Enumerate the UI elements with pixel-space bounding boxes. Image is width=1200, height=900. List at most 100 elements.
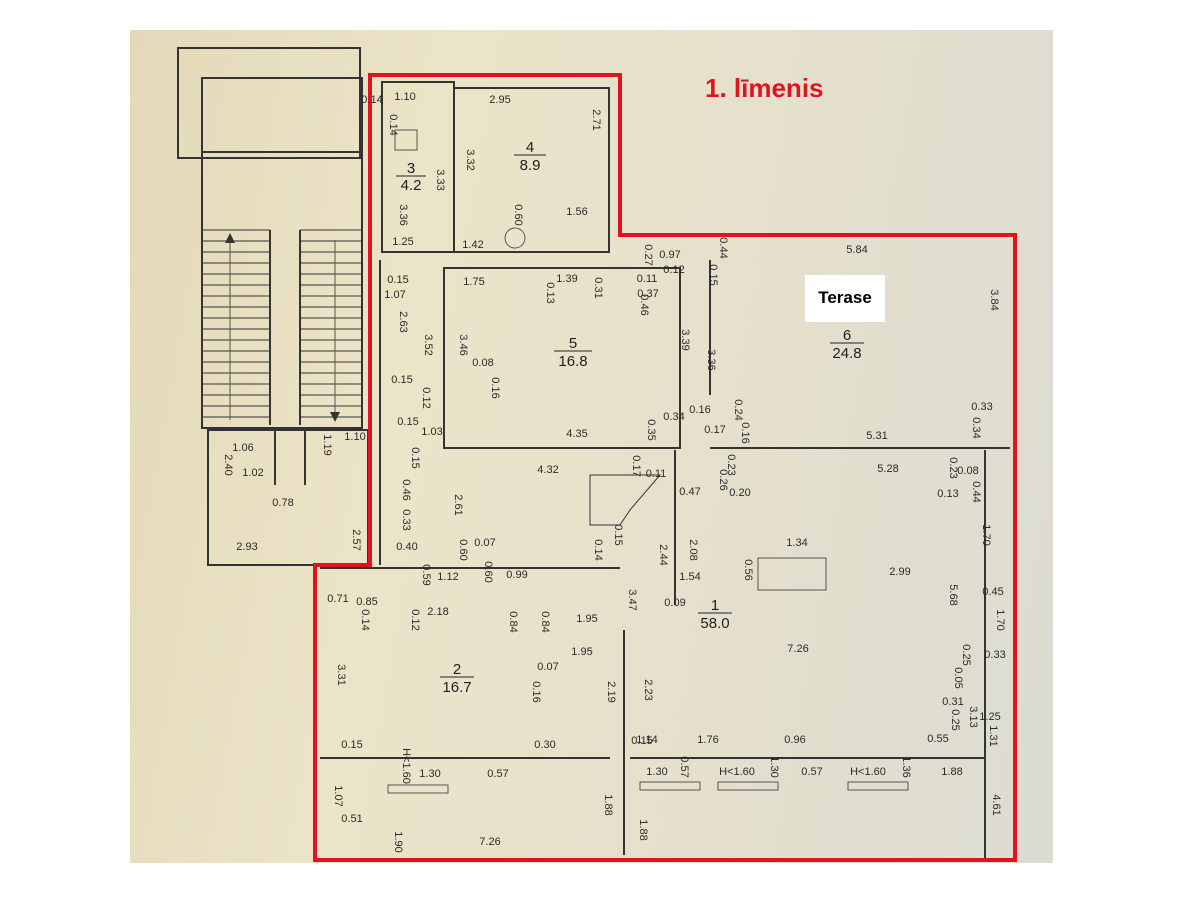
dimension-label: 1.07 (384, 289, 405, 301)
room-4-area: 8.9 (520, 157, 541, 174)
dimension-label: 1.90 (392, 831, 404, 852)
dimension-label: 1.19 (321, 434, 333, 455)
dimension-label: 0.60 (482, 561, 494, 582)
dimension-label: 0.08 (472, 357, 493, 369)
room-4: 4 8.9 (514, 139, 546, 174)
dimension-label: 1.03 (421, 426, 442, 438)
room-5-number: 5 (569, 335, 577, 352)
dimension-label: 4.32 (537, 464, 558, 476)
dimension-label: 1.25 (392, 236, 413, 248)
staircase (177, 47, 363, 429)
dimension-label: 0.14 (387, 114, 399, 135)
dimension-label: 3.36 (705, 349, 717, 370)
dimension-label: 0.56 (742, 559, 754, 580)
dimension-label: 0.11 (637, 273, 658, 285)
dimension-label: 0.33 (984, 649, 1005, 661)
dimension-label: 1.31 (987, 725, 999, 746)
dimension-label: 0.15 (391, 374, 412, 386)
dimension-label: 0.15 (409, 447, 421, 468)
room-5: 5 16.8 (554, 335, 592, 370)
room-2-number: 2 (453, 661, 461, 678)
room-2: 2 16.7 (440, 661, 474, 696)
dimension-label: 0.57 (487, 768, 508, 780)
dimension-label: 0.13 (544, 282, 556, 303)
terase-label-box (805, 275, 885, 322)
dimension-label: 1.06 (232, 442, 253, 454)
dimension-label: 4.61 (990, 794, 1002, 815)
building-walls (320, 81, 1010, 860)
dimension-label: 2.44 (657, 544, 669, 565)
dimension-label: 1.10 (344, 431, 365, 443)
dimension-label: 0.15 (397, 416, 418, 428)
dimension-label: 0.17 (704, 424, 725, 436)
dimension-label: 0.25 (949, 709, 961, 730)
dimension-label: H<1.60 (850, 766, 886, 778)
room-1-number: 1 (711, 597, 719, 614)
dimension-label: 0.17 (630, 455, 642, 476)
dimension-label: 1.30 (646, 766, 667, 778)
dimension-label: 0.12 (663, 264, 684, 276)
dimension-label: 3.31 (335, 664, 347, 685)
dimension-label: 3.32 (464, 149, 476, 170)
dimension-label: 1.75 (463, 276, 484, 288)
dimension-label: 1.70 (994, 609, 1006, 630)
dimension-label: 1.14 (636, 734, 657, 746)
dimension-label: 0.55 (927, 733, 948, 745)
dimension-label: 0.97 (659, 249, 680, 261)
dimension-label: 0.15 (612, 524, 624, 545)
room-6: 6 24.8 (830, 327, 864, 362)
floor-plan-drawing: 1. līmenis Terase 1 58.0 2 16.7 3 4.2 4 … (177, 47, 1017, 862)
dimension-label: 0.57 (678, 756, 690, 777)
dimension-label: 1.12 (437, 571, 458, 583)
dimension-label: 0.31 (592, 277, 604, 298)
dimension-label: 5.28 (877, 463, 898, 475)
dimension-label: 1.95 (571, 646, 592, 658)
dimension-label: 0.47 (679, 486, 700, 498)
dimension-label: 1.42 (462, 239, 483, 251)
dimension-label: 0.40 (396, 541, 417, 553)
dimension-label: 0.15 (341, 739, 362, 751)
room-2-area: 16.7 (442, 679, 471, 696)
dimension-label: 1.54 (679, 571, 700, 583)
room-6-number: 6 (843, 327, 851, 344)
dimension-label: 3.36 (397, 204, 409, 225)
dimension-label: 0.57 (801, 766, 822, 778)
dimension-label: 1.56 (566, 206, 587, 218)
dimension-label: 0.24 (732, 399, 744, 420)
dimension-label: 2.61 (452, 494, 464, 515)
dimension-label: 0.12 (420, 387, 432, 408)
dimension-label: 0.30 (534, 739, 555, 751)
dimension-label: 0.46 (638, 294, 650, 315)
dimension-label: 0.99 (506, 569, 527, 581)
dimension-label: 2.23 (642, 679, 654, 700)
dimension-label: 0.78 (272, 497, 293, 509)
dimension-label: 0.60 (512, 204, 524, 225)
dimension-label: 0.85 (356, 596, 377, 608)
dimension-label: 2.93 (236, 541, 257, 553)
dimension-label: 0.20 (729, 487, 750, 499)
room-3-number: 3 (407, 160, 415, 177)
dimension-label: 0.11 (646, 468, 667, 480)
dimension-label: 3.33 (434, 169, 446, 190)
dimension-label: 0.27 (642, 244, 654, 265)
dimension-label: 2.19 (605, 681, 617, 702)
dimension-label: 0.45 (982, 586, 1003, 598)
dimension-label: 2.08 (687, 539, 699, 560)
dimension-label: 4.35 (566, 428, 587, 440)
level-title: 1. līmenis (705, 73, 824, 103)
dimension-label: 1.07 (332, 785, 344, 806)
dimension-label: 0.15 (707, 264, 719, 285)
dimension-label: 0.31 (942, 696, 963, 708)
dimension-label: H<1.60 (719, 766, 755, 778)
dimension-label: 0.16 (530, 681, 542, 702)
dimension-label: 0.12 (409, 609, 421, 630)
dimension-label: 0.35 (645, 419, 657, 440)
dimension-label: 1.88 (637, 819, 649, 840)
dimension-label: 1.30 (419, 768, 440, 780)
dimension-label: 3.47 (626, 589, 638, 610)
terase-label: Terase (818, 288, 872, 307)
dimension-label: 0.84 (507, 611, 519, 632)
dimension-label: 0.84 (539, 611, 551, 632)
dimension-label: 0.07 (537, 661, 558, 673)
dimension-label: 0.34 (663, 411, 684, 423)
